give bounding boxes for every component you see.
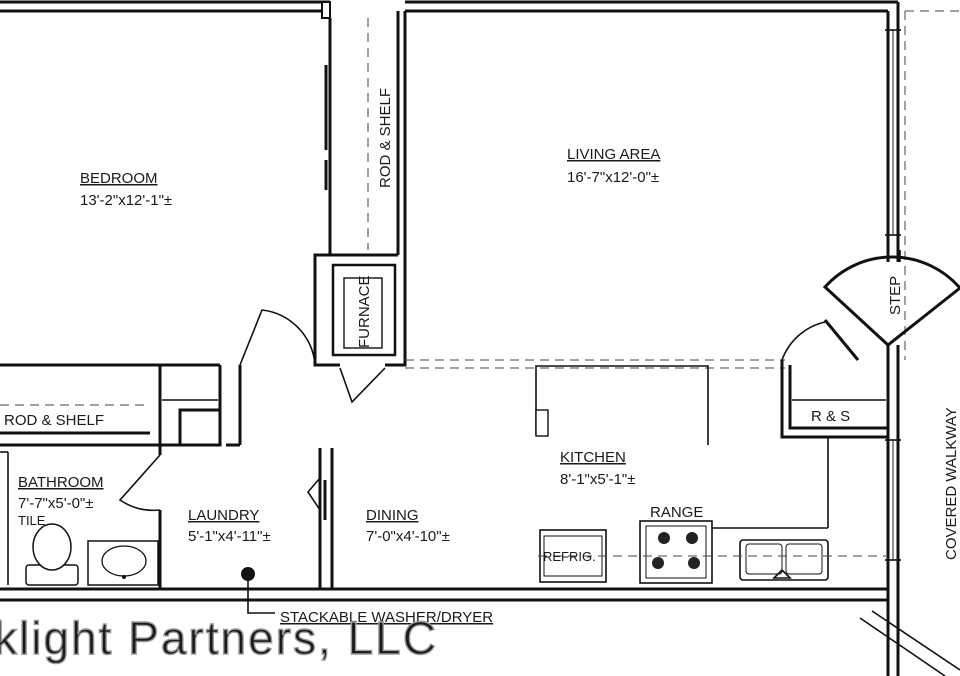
bedroom-name: BEDROOM bbox=[80, 170, 158, 187]
range-label: RANGE bbox=[650, 504, 703, 521]
bathroom-name: BATHROOM bbox=[18, 474, 104, 491]
closet-bedroom-label: ROD & SHELF bbox=[377, 88, 394, 188]
dining-size: 7'-0"x4'-10"± bbox=[366, 528, 450, 545]
fixture-labels: ROD & SHELF ROD & SHELF FURNACE STEP R &… bbox=[4, 88, 960, 626]
watermark: klight Partners, LLC bbox=[0, 612, 438, 664]
step-label: STEP bbox=[887, 276, 904, 315]
room-labels: BEDROOM 13'-2"x12'-1"± LIVING AREA 16'-7… bbox=[18, 146, 660, 545]
refrig-label: REFRIG. bbox=[543, 549, 596, 564]
laundry-name: LAUNDRY bbox=[188, 507, 259, 524]
bathroom-size: 7'-7"x5'-0"± bbox=[18, 495, 93, 512]
fixtures bbox=[25, 520, 888, 614]
rs-label: R & S bbox=[811, 408, 850, 425]
burner-icon bbox=[652, 557, 664, 569]
bathroom-floor: TILE bbox=[18, 513, 46, 528]
dining-name: DINING bbox=[366, 507, 419, 524]
walkway-label: COVERED WALKWAY bbox=[943, 407, 960, 560]
living-name: LIVING AREA bbox=[567, 146, 660, 163]
living-size: 16'-7"x12'-0"± bbox=[567, 169, 659, 186]
laundry-size: 5'-1"x4'-11"± bbox=[188, 528, 271, 545]
burner-icon bbox=[688, 557, 700, 569]
closet-hall-label: ROD & SHELF bbox=[4, 412, 104, 429]
washer-dryer-label: STACKABLE WASHER/DRYER bbox=[280, 609, 493, 626]
range bbox=[639, 520, 713, 584]
interior-walls bbox=[0, 11, 960, 589]
toilet-icon bbox=[25, 523, 79, 586]
bedroom-size: 13'-2"x12'-1"± bbox=[80, 192, 172, 209]
kitchen-size: 8'-1"x5'-1"± bbox=[560, 471, 635, 488]
bath-sink-icon bbox=[87, 540, 159, 586]
furnace-label: FURNACE bbox=[356, 275, 373, 348]
burner-icon bbox=[686, 532, 698, 544]
kitchen-name: KITCHEN bbox=[560, 449, 626, 466]
kitchen-sink bbox=[739, 539, 829, 581]
washer-dryer-marker bbox=[241, 567, 255, 581]
burner-icon bbox=[658, 532, 670, 544]
